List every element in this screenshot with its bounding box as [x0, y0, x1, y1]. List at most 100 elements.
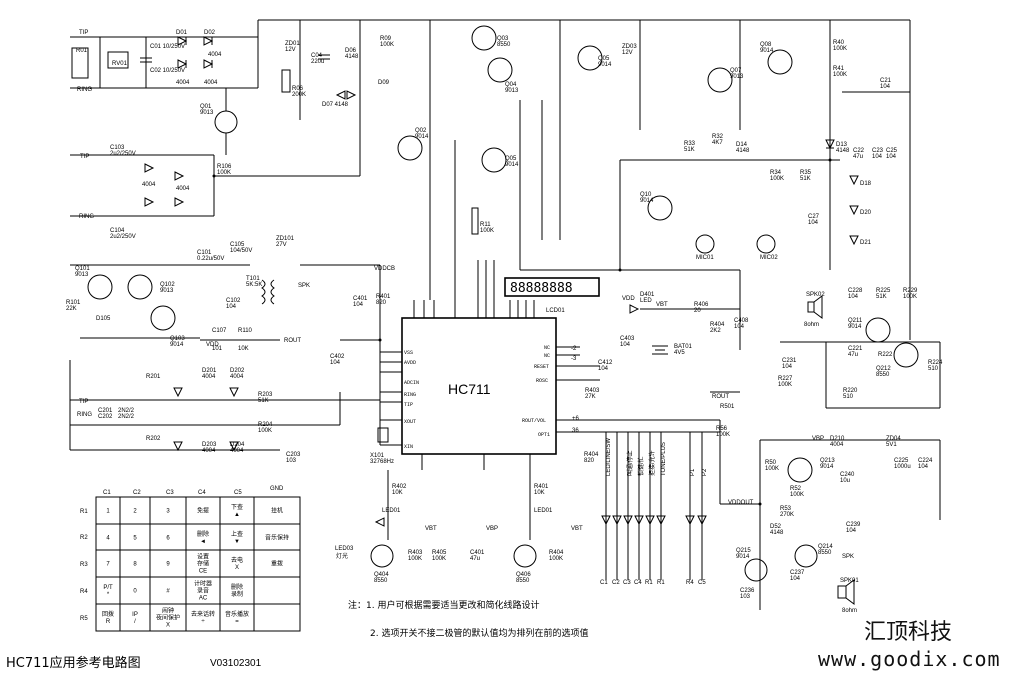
- svg-text:P1: P1: [690, 468, 696, 476]
- keypad-cell-r1c3: 3: [166, 509, 170, 515]
- svg-text:27V: 27V: [276, 242, 287, 248]
- svg-text:P2: P2: [702, 468, 708, 476]
- notes: 注：1. 用户可根据需要适当更改和简化线路设计 2. 选项开关不接二极管的默认值…: [348, 599, 588, 639]
- svg-text:D401: D401: [640, 292, 655, 298]
- keypad-cell-r3c2: 8: [133, 562, 137, 568]
- svg-text:4K7: 4K7: [712, 140, 723, 146]
- svg-text:C221: C221: [848, 346, 863, 352]
- svg-text:C402: C402: [330, 354, 345, 360]
- svg-text:AVDD: AVDD: [404, 360, 416, 366]
- keypad-cell-r3c4: 存储: [197, 560, 209, 568]
- svg-text:C04: C04: [311, 53, 323, 59]
- top-row-components: ZD01 12V R06 200K C04 220u D06 4148 D07 …: [258, 19, 640, 235]
- rout-label-right: ROUT: [712, 394, 729, 400]
- svg-text:R52: R52: [790, 486, 802, 492]
- version-label: V03102301: [210, 658, 262, 669]
- vdd-out-label: VDDOUT: [728, 500, 754, 506]
- svg-text:C23: C23: [872, 148, 884, 154]
- svg-text:510: 510: [928, 366, 939, 372]
- keypad-cell-r5c3: 夜间保护: [156, 614, 180, 622]
- svg-text:100K: 100K: [770, 176, 784, 182]
- svg-text:R1: R1: [645, 580, 653, 586]
- chip-name: HC711: [448, 381, 491, 397]
- svg-text:MIC02: MIC02: [760, 255, 778, 261]
- svg-text:LCD01: LCD01: [546, 308, 565, 314]
- keypad-cell-r5c2: /: [134, 619, 136, 625]
- spk-label-right: SPK: [842, 554, 854, 560]
- svg-text:103: 103: [740, 594, 751, 600]
- svg-text:C408: C408: [734, 318, 749, 324]
- keypad-cell-r3c6: 重拨: [271, 560, 283, 568]
- svg-text:R4: R4: [686, 580, 694, 586]
- svg-text:820: 820: [584, 458, 595, 464]
- svg-text:5K:5K: 5K:5K: [246, 282, 262, 288]
- keypad-cell-r3c3: 9: [166, 562, 170, 568]
- svg-text:4004: 4004: [176, 80, 190, 86]
- svg-text:XOUT: XOUT: [404, 419, 416, 425]
- svg-text:VBT: VBT: [656, 302, 668, 308]
- svg-text:R4: R4: [80, 589, 88, 595]
- svg-text:104/50V: 104/50V: [230, 248, 252, 254]
- svg-text:R06: R06: [292, 86, 304, 92]
- svg-text:C1: C1: [103, 490, 111, 496]
- keypad-cell-r1c5: ▲: [234, 512, 240, 518]
- svg-text:R220: R220: [843, 388, 858, 394]
- svg-text:4004: 4004: [202, 448, 216, 454]
- svg-text:Q04: Q04: [505, 82, 517, 88]
- svg-text:-2: -2: [571, 346, 577, 352]
- svg-text:TIP: TIP: [404, 402, 413, 408]
- svg-text:104: 104: [848, 294, 859, 300]
- svg-text:Q08: Q08: [760, 42, 772, 48]
- svg-text:104: 104: [846, 528, 857, 534]
- svg-text:12V: 12V: [622, 50, 633, 56]
- svg-text:C3: C3: [623, 580, 631, 586]
- keypad-cell-r5c3: 闹钟: [162, 607, 174, 615]
- svg-text:5V1: 5V1: [886, 442, 897, 448]
- svg-text:R229: R229: [903, 288, 918, 294]
- svg-text:0.22u/50V: 0.22u/50V: [197, 256, 224, 262]
- svg-text:R53: R53: [780, 506, 792, 512]
- svg-text:C25: C25: [886, 148, 898, 154]
- svg-text:Q211: Q211: [848, 318, 863, 324]
- svg-text:ZD03: ZD03: [622, 44, 637, 50]
- svg-text:D02: D02: [204, 30, 216, 36]
- svg-text:4004: 4004: [830, 442, 844, 448]
- svg-text:8550: 8550: [876, 372, 890, 378]
- svg-text:4004: 4004: [230, 374, 244, 380]
- keypad-cell-r1c2: 2: [133, 509, 137, 515]
- svg-text:36: 36: [572, 428, 579, 434]
- seg-display: [504, 277, 600, 297]
- svg-text:拒接/允许: 拒接/允许: [648, 450, 656, 476]
- keypad-cell-r4c4: AC: [199, 596, 208, 602]
- svg-text:100K: 100K: [903, 294, 917, 300]
- svg-text:C201: C201: [98, 408, 113, 414]
- left-input-3: TIP RING C201 C202 2N2/2 2N2/2 R201 R202…: [70, 342, 301, 464]
- svg-text:D202: D202: [230, 368, 245, 374]
- svg-text:R401: R401: [376, 294, 391, 300]
- spk-label-left: SPK: [298, 283, 310, 289]
- light-label: 灯光: [336, 552, 348, 560]
- led-label: LED03: [335, 546, 354, 552]
- svg-text:9014: 9014: [640, 198, 654, 204]
- svg-text:R203: R203: [258, 392, 273, 398]
- tip-label-low: TIP: [79, 399, 88, 405]
- svg-text:R405: R405: [432, 550, 447, 556]
- svg-text:D07 4148: D07 4148: [322, 102, 349, 108]
- svg-text:100K: 100K: [480, 228, 494, 234]
- svg-text:R202: R202: [146, 436, 161, 442]
- svg-text:104: 104: [872, 154, 883, 160]
- svg-text:C231: C231: [782, 358, 797, 364]
- svg-text:9013: 9013: [75, 272, 89, 278]
- svg-text:VSS: VSS: [404, 350, 413, 356]
- svg-text:R35: R35: [800, 170, 812, 176]
- svg-text:叫通/停止: 叫通/停止: [626, 450, 634, 476]
- svg-text:C2: C2: [612, 580, 620, 586]
- keypad-cell-r4c1: P/T: [103, 585, 113, 591]
- svg-text:100K: 100K: [778, 382, 792, 388]
- seg-display-text: 88888888: [510, 281, 573, 296]
- svg-text:VBT: VBT: [425, 526, 437, 532]
- svg-text:8550: 8550: [818, 550, 832, 556]
- svg-text:OPT1: OPT1: [538, 432, 550, 438]
- top-left-input: TIP RING R01 RV01 C01 10/250V C02 10/250…: [70, 30, 258, 155]
- keypad-cell-r4c4: 计时器: [194, 580, 212, 588]
